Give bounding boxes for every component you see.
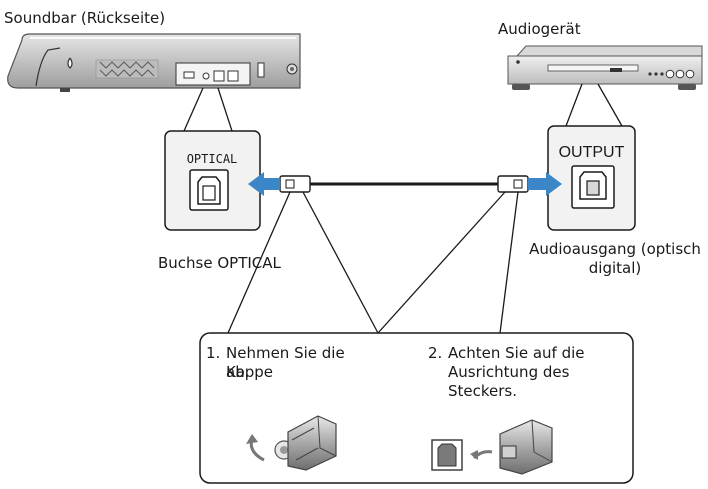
remove-cap-illustration xyxy=(246,415,337,471)
instruction-callout-lines xyxy=(227,191,519,334)
output-panel xyxy=(547,125,636,231)
step-2-line3: Steckers. xyxy=(448,382,518,400)
audio-output-label-line1: Audioausgang (optisch xyxy=(529,240,701,258)
output-callout xyxy=(565,83,623,127)
output-port-label: OUTPUT xyxy=(558,144,625,161)
arrow-to-output xyxy=(528,172,562,196)
step-1-line1: Nehmen Sie die Kappe xyxy=(226,344,345,381)
step-2-line1: Achten Sie auf die xyxy=(448,344,585,362)
optical-panel xyxy=(164,130,261,231)
soundbar-label: Soundbar (Rückseite) xyxy=(4,9,166,27)
plug-orientation-illustration xyxy=(431,419,553,475)
audio-device-illustration xyxy=(507,45,703,90)
step-2-number: 2. xyxy=(428,344,443,362)
step-2-line2: Ausrichtung des xyxy=(448,363,570,381)
audio-output-label-line2: digital) xyxy=(588,259,642,277)
step-1-line2: ab. xyxy=(226,363,250,381)
step-2: 2. Achten Sie auf die Ausrichtung des St… xyxy=(428,344,628,404)
soundbar-illustration xyxy=(7,33,301,92)
step-1-number: 1. xyxy=(206,344,221,362)
optical-cable xyxy=(279,175,529,193)
audio-device-label: Audiogerät xyxy=(498,20,581,38)
step-1: 1. Nehmen Sie die Kappe ab. xyxy=(206,344,396,404)
optical-port-label: OPTICAL xyxy=(186,152,238,166)
jack-optical-label: Buchse OPTICAL xyxy=(158,254,281,272)
optical-callout xyxy=(183,87,233,132)
arrow-to-optical xyxy=(248,172,280,196)
